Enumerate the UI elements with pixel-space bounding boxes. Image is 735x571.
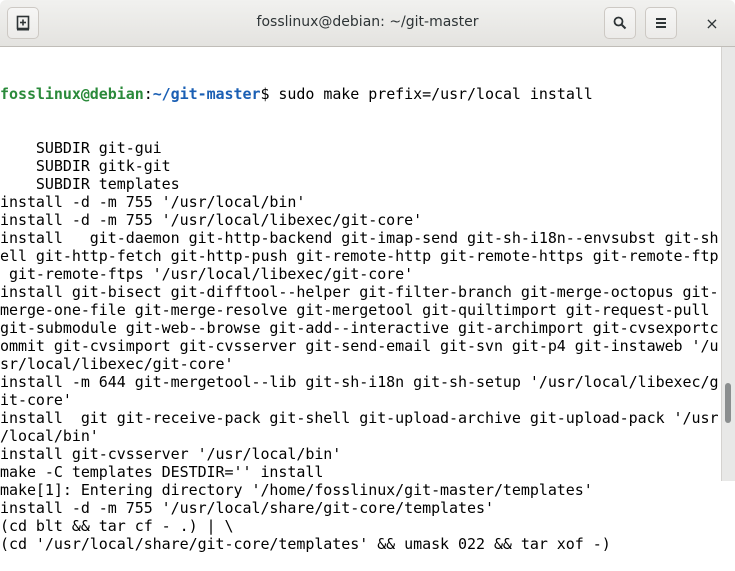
output-line: sr/local/libexec/git-core' — [0, 355, 234, 373]
output-line: make[1]: Entering directory '/home/fossl… — [0, 481, 593, 499]
scrollbar[interactable] — [721, 47, 735, 481]
output-line: (cd '/usr/local/share/git-core/templates… — [0, 535, 611, 553]
prompt-path: ~/git-master — [152, 85, 261, 103]
prompt-user-host: fosslinux@debian — [0, 85, 144, 103]
output-line: it-core' — [0, 391, 72, 409]
output-line: SUBDIR templates — [0, 175, 180, 193]
prompt-line: fosslinux@debian:~/git-master$ sudo make… — [0, 85, 721, 103]
search-icon — [613, 16, 627, 30]
output-line: install git-daemon git-http-backend git-… — [0, 229, 719, 247]
output-line: /local/bin' — [0, 427, 99, 445]
close-button[interactable]: × — [701, 12, 723, 34]
new-tab-icon — [16, 15, 30, 31]
title-bar[interactable]: fosslinux@debian: ~/git-master × — [0, 0, 735, 47]
output-line: install git-bisect git-difftool--helper … — [0, 283, 719, 301]
output-line: install -m 644 git-mergetool--lib git-sh… — [0, 373, 719, 391]
output-line: SUBDIR git-gui — [0, 139, 162, 157]
prompt-command: sudo make prefix=/usr/local install — [269, 85, 593, 103]
output-line: merge-one-file git-merge-resolve git-mer… — [0, 301, 719, 319]
output-line: make -C templates DESTDIR='' install — [0, 463, 324, 481]
prompt-separator: : — [143, 85, 153, 103]
prompt-symbol: $ — [260, 85, 270, 103]
output-line: install -d -m 755 '/usr/local/bin' — [0, 193, 306, 211]
output-line: ell git-http-fetch git-http-push git-rem… — [0, 247, 719, 265]
hamburger-menu-icon — [656, 18, 666, 28]
output-line: ommit git-cvsimport git-cvsserver git-se… — [0, 337, 719, 355]
output-line: git-submodule git-web--browse git-add--i… — [0, 319, 719, 337]
output-line: git-remote-ftps '/usr/local/libexec/git-… — [0, 265, 414, 283]
output-line: (cd blt && tar cf - .) | \ — [0, 517, 234, 535]
search-button[interactable] — [604, 7, 636, 39]
close-icon: × — [705, 13, 719, 33]
output-line: SUBDIR gitk-git — [0, 157, 171, 175]
terminal-output[interactable]: fosslinux@debian:~/git-master$ sudo make… — [0, 47, 721, 553]
output-line: install git git-receive-pack git-shell g… — [0, 409, 719, 427]
menu-button[interactable] — [645, 7, 677, 39]
output-line: install git-cvsserver '/usr/local/bin' — [0, 445, 342, 463]
output-line: install -d -m 755 '/usr/local/libexec/gi… — [0, 211, 423, 229]
output-line: install -d -m 755 '/usr/local/share/git-… — [0, 499, 494, 517]
scrollbar-thumb[interactable] — [725, 383, 731, 423]
new-tab-button[interactable] — [7, 7, 39, 39]
